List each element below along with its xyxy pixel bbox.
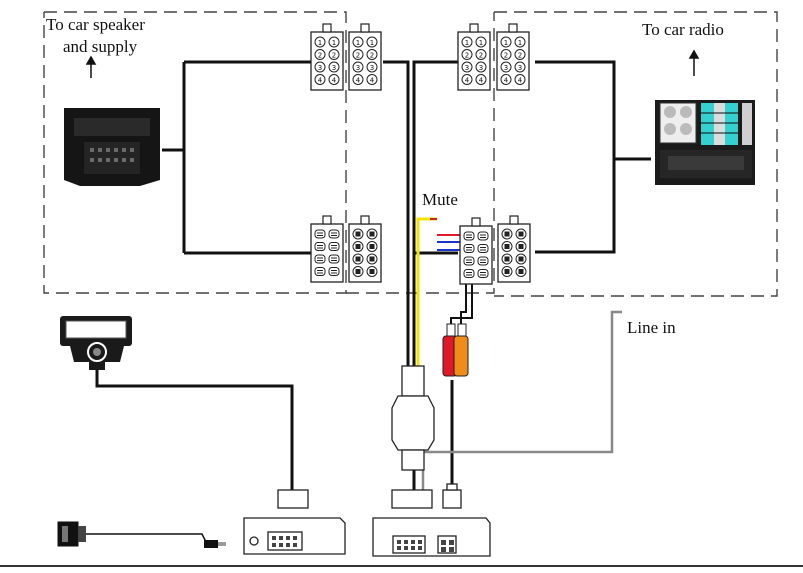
module-pin-grid [272,536,454,552]
module-plugs [277,483,462,509]
pin-number: 2 [518,52,522,60]
label-radio: To car radio [642,20,724,39]
iso-left-top-b: 1 1 2 2 3 3 4 4 [348,23,382,91]
inline-filter [391,365,435,471]
pin-number: 2 [356,52,360,60]
wire-center-top [383,60,410,368]
pin-number: 3 [465,64,469,72]
pin-number: 2 [479,52,483,60]
pin-number: 3 [518,64,522,72]
wire-display [95,368,294,490]
rca-plugs [442,323,469,377]
display-unit [60,316,132,370]
label-speaker-line2: and supply [63,37,138,56]
iso-right-bottom-a [459,217,493,285]
pin-number: 4 [518,77,523,85]
pin-number: 1 [356,39,360,47]
pin-number: 4 [504,77,509,85]
iso-left-bottom-b [348,215,382,283]
iso-connectors: 1 1 2 2 3 3 4 4 1 1 2 2 3 3 4 4 1 1 2 2 3 3 4 4 1 1 2 2 3 3 4 4 [310,23,531,285]
pin-number: 2 [370,52,374,60]
car-speaker-connector [64,108,160,186]
middle-frame [346,12,495,294]
iso-right-top-a: 1 1 2 2 3 3 4 4 [457,23,491,91]
wire-center-top-right [412,60,458,368]
dashed-frames [43,11,778,297]
arrows [85,49,700,78]
iso-left-top-a: 1 1 2 2 3 3 4 4 [310,23,344,91]
pin-number: 2 [318,52,322,60]
wire-right-top [535,60,616,159]
car-radio-connector [655,100,755,185]
pin-number: 2 [504,52,508,60]
iso-left-bottom-a [310,215,344,283]
wire-right-bottom [535,159,616,254]
pin-number: 3 [356,64,360,72]
iso-right-top-b: 1 1 2 2 3 3 4 4 [496,23,530,91]
pin-number: 4 [356,77,361,85]
microphone [57,521,226,548]
pin-number: 1 [479,39,483,47]
pin-number: 4 [465,77,470,85]
pin-number: 4 [332,77,337,85]
pin-number: 1 [518,39,522,47]
pin-number: 3 [479,64,483,72]
right-frame [494,11,778,297]
harness-wires [95,60,651,490]
pin-number: 3 [332,64,336,72]
pin-number: 2 [332,52,336,60]
label-mute: Mute [422,190,458,209]
mute-wire [416,217,437,368]
pin-number: 4 [479,77,484,85]
pin-number: 1 [504,39,508,47]
pin-number: 3 [318,64,322,72]
pin-number: 3 [504,64,508,72]
pin-number: 2 [465,52,469,60]
iso-right-bottom-b [497,215,531,283]
label-line-in: Line in [627,318,676,337]
pin-number: 1 [370,39,374,47]
pin-number: 1 [332,39,336,47]
pin-number: 1 [318,39,322,47]
pin-number: 3 [370,64,374,72]
label-speaker-line1: To car speaker [46,15,145,34]
pin-number: 1 [465,39,469,47]
pin-number: 4 [318,77,323,85]
pin-number: 4 [370,77,375,85]
